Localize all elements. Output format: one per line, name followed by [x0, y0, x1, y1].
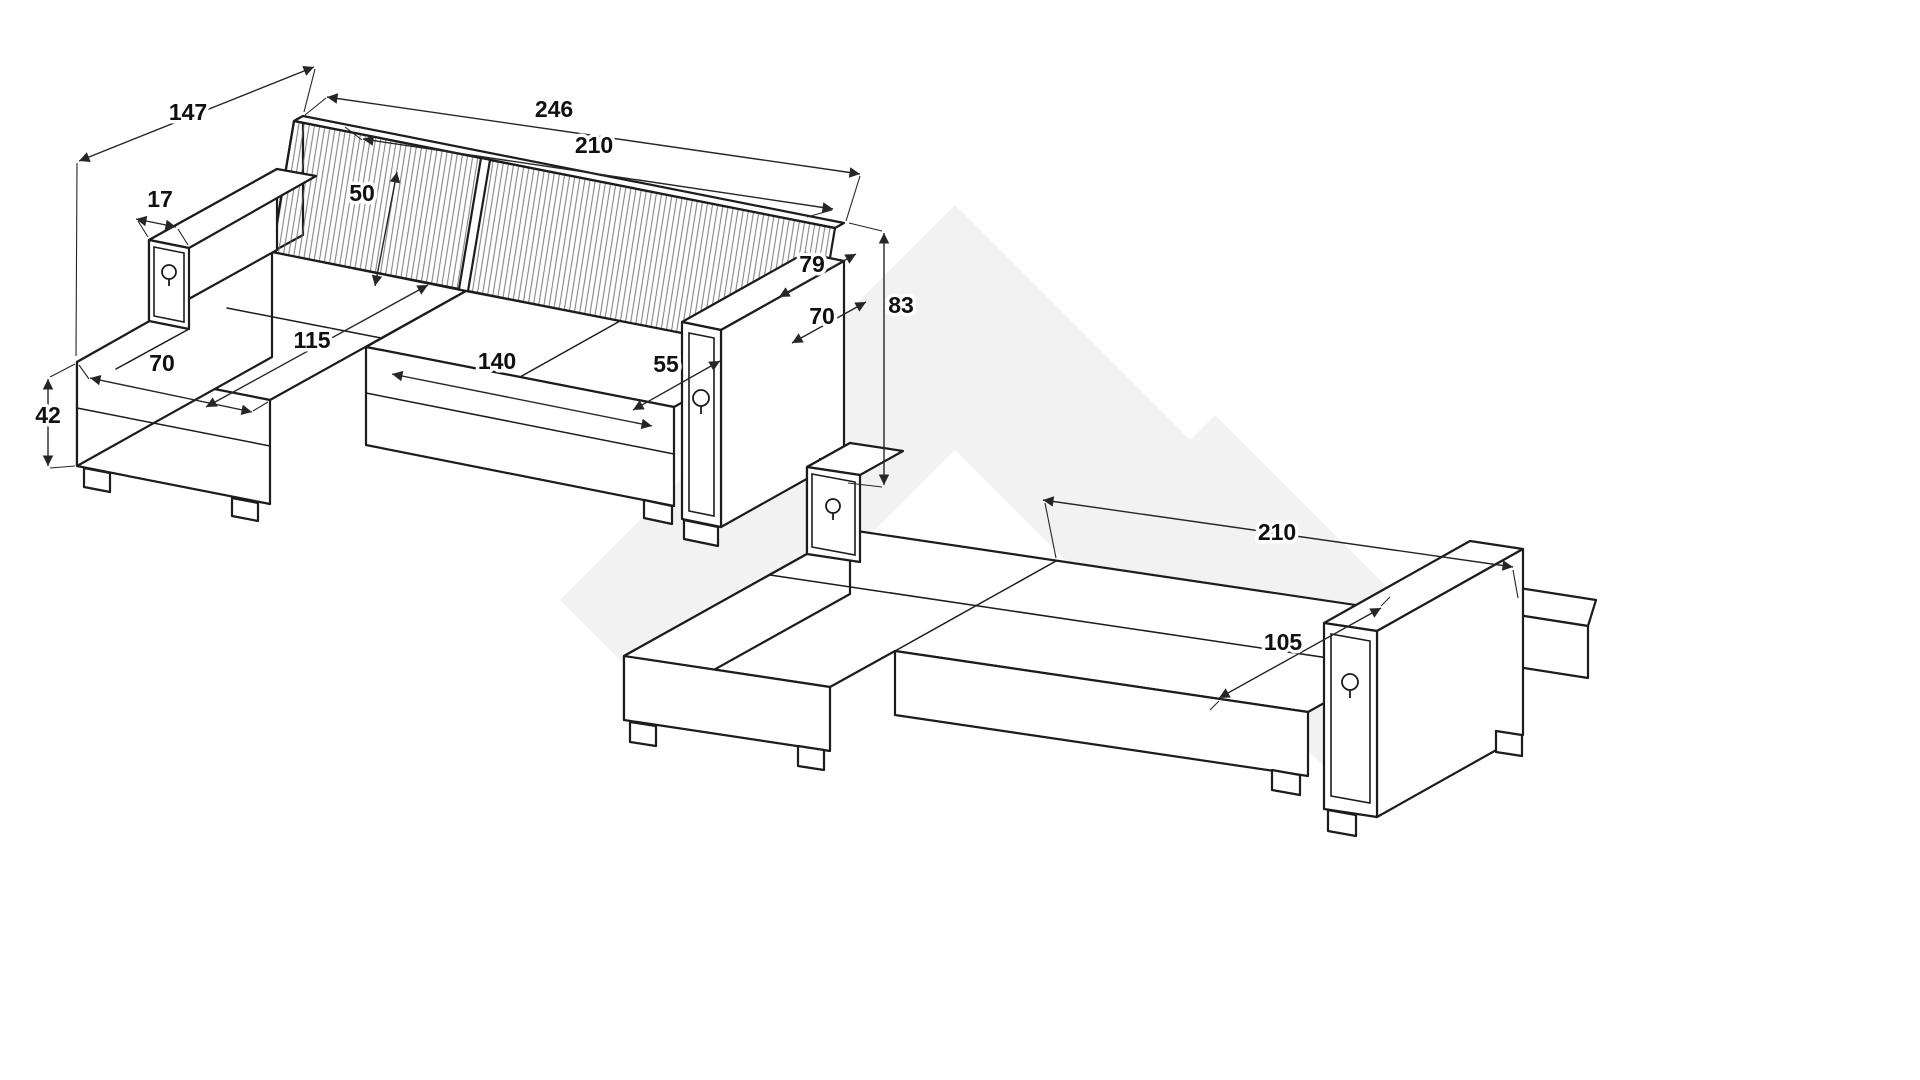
- dimension-bed-length: 210: [1042, 496, 1519, 599]
- left-armrest: [147, 167, 318, 331]
- dimension-seat-cushion-length: 140: [391, 345, 653, 430]
- dimension-backrest-cushion: 50: [346, 171, 401, 287]
- dim-label-inner-length: 210: [575, 132, 613, 158]
- dimension-armrest-width: 17: [135, 183, 189, 246]
- dim-label-armrest-height: 70: [809, 303, 835, 329]
- dimension-total-depth: 147: [75, 66, 316, 357]
- dim-label-total-height: 83: [888, 292, 914, 318]
- dimensions: 147 246 210 17 50 79: [32, 66, 1519, 711]
- dimension-armrest-height: 70: [791, 300, 867, 344]
- dim-label-base-height: 42: [35, 402, 61, 428]
- dimension-chaise-cushion-length: 115: [205, 284, 429, 408]
- dimension-back-height: 79: [778, 248, 857, 298]
- sofa-foot: [796, 744, 826, 772]
- sofa-foot: [628, 720, 658, 748]
- dimension-chaise-width: 70: [78, 347, 269, 415]
- dim-label-total-length: 246: [535, 96, 573, 122]
- dim-label-seat-cushion-depth: 55: [653, 351, 679, 377]
- dim-label-bed-length: 210: [1258, 519, 1296, 545]
- bed-left-armrest: [805, 441, 905, 564]
- dimension-seat-cushion-depth: 55: [632, 348, 721, 411]
- seat-cushion-seam: [519, 320, 621, 378]
- dim-label-mattress-half-width: 105: [1264, 629, 1303, 655]
- dim-label-back-height: 79: [799, 251, 825, 277]
- sofa-foot: [1494, 729, 1524, 758]
- chaise-border-seam: [115, 328, 190, 370]
- sofa-foot: [230, 496, 260, 523]
- sofa-foot: [1270, 768, 1302, 797]
- dimension-inner-length: 210: [344, 126, 834, 218]
- dim-label-armrest-width: 17: [147, 186, 173, 212]
- dimension-mattress-half-width: 105: [1209, 596, 1391, 711]
- dimension-base-height: 42: [32, 363, 76, 469]
- sofa-foot: [642, 498, 674, 526]
- sofa-foot: [682, 518, 720, 548]
- dim-label-backrest-cushion: 50: [349, 180, 375, 206]
- dimension-total-height: 83: [847, 222, 917, 488]
- bed-chaise-front-face: [622, 654, 832, 753]
- sofa-foot: [82, 466, 112, 494]
- dim-label-total-depth: 147: [169, 99, 207, 125]
- bed-right-armrest-wood-panel: [1330, 633, 1371, 804]
- sofa-front-view: [75, 114, 846, 548]
- right-armrest-wood-panel: [688, 332, 715, 517]
- bed-main-front-face: [893, 649, 1310, 778]
- dim-label-chaise-width: 70: [149, 350, 175, 376]
- dim-label-seat-cushion-length: 140: [478, 348, 516, 374]
- sofa-foot: [1326, 808, 1358, 838]
- dim-label-chaise-cushion-length: 115: [293, 327, 330, 353]
